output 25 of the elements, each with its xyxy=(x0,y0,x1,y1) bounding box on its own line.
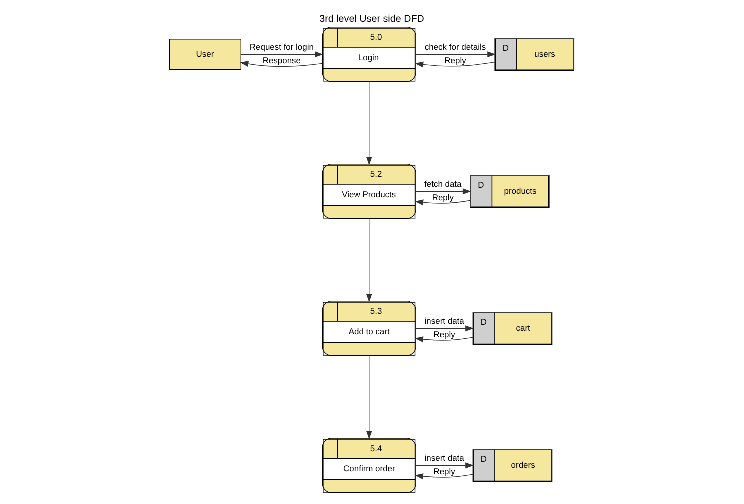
arrow xyxy=(366,218,372,302)
arrow xyxy=(415,200,470,206)
arrow xyxy=(240,52,324,58)
edge-label: fetch data xyxy=(424,179,462,190)
edge-label: Reply xyxy=(432,192,454,203)
edge-label: Response xyxy=(262,55,302,66)
arrow xyxy=(414,336,474,342)
arrow xyxy=(416,462,474,469)
arrow xyxy=(416,52,496,58)
arrow xyxy=(366,356,372,440)
arrow xyxy=(415,62,496,68)
edge-label: Reply xyxy=(434,330,456,340)
edge-label: insert data xyxy=(424,316,464,326)
arrow xyxy=(416,326,474,332)
node-box: User xyxy=(169,39,242,70)
arrow xyxy=(416,188,472,195)
edge-label: check for details xyxy=(424,42,486,52)
edge-label: insert data xyxy=(424,453,464,464)
diagram-title: 3rd level User side DFD xyxy=(320,14,424,25)
arrow xyxy=(240,61,323,68)
edge-label: Reply xyxy=(434,466,456,477)
edge-label: Reply xyxy=(444,55,466,66)
edge-label: Request for login xyxy=(250,42,314,52)
arrow xyxy=(414,474,474,480)
arrow xyxy=(366,82,372,166)
